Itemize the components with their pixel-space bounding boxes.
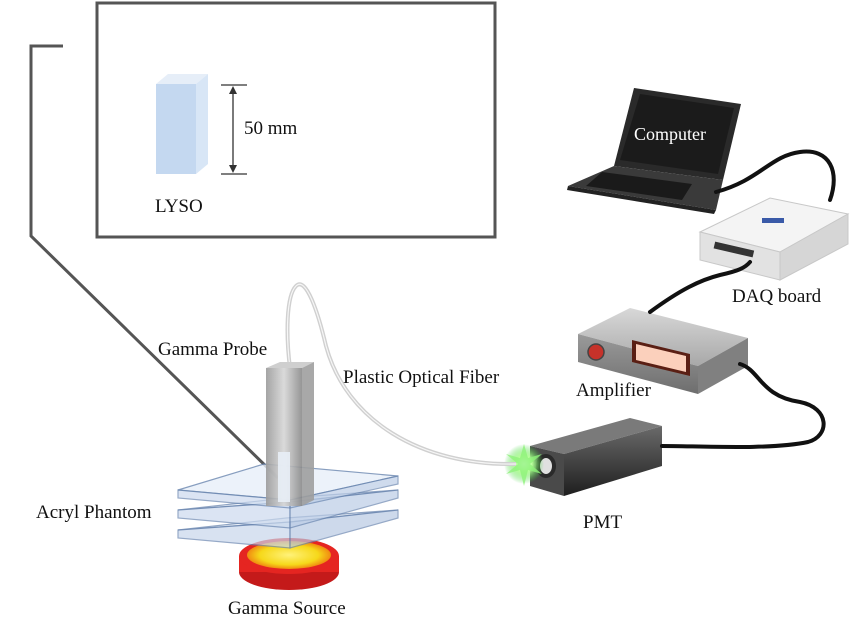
gamma-source-label: Gamma Source — [228, 598, 346, 619]
acryl-phantom-label: Acryl Phantom — [36, 502, 152, 523]
gamma-probe — [266, 362, 314, 506]
dimension-marker — [221, 84, 247, 175]
amplifier — [578, 308, 748, 394]
pmt-label: PMT — [583, 512, 623, 533]
gamma-source — [239, 538, 339, 590]
signal-cables — [648, 149, 836, 449]
laptop-computer — [567, 88, 741, 214]
inset-leader-line — [29, 44, 280, 480]
computer-label: Computer — [634, 124, 706, 144]
lyso-crystal — [156, 74, 208, 174]
amplifier-label: Amplifier — [576, 380, 651, 401]
gamma-probe-label: Gamma Probe — [158, 339, 268, 360]
plastic-optical-fiber-label: Plastic Optical Fiber — [343, 367, 500, 388]
lyso-label: LYSO — [155, 196, 203, 217]
daq-board-label: DAQ board — [732, 286, 822, 307]
dimension-label: 50 mm — [244, 118, 298, 139]
pmt-light-burst — [504, 444, 544, 486]
pmt — [530, 418, 662, 496]
daq-board — [698, 197, 850, 281]
